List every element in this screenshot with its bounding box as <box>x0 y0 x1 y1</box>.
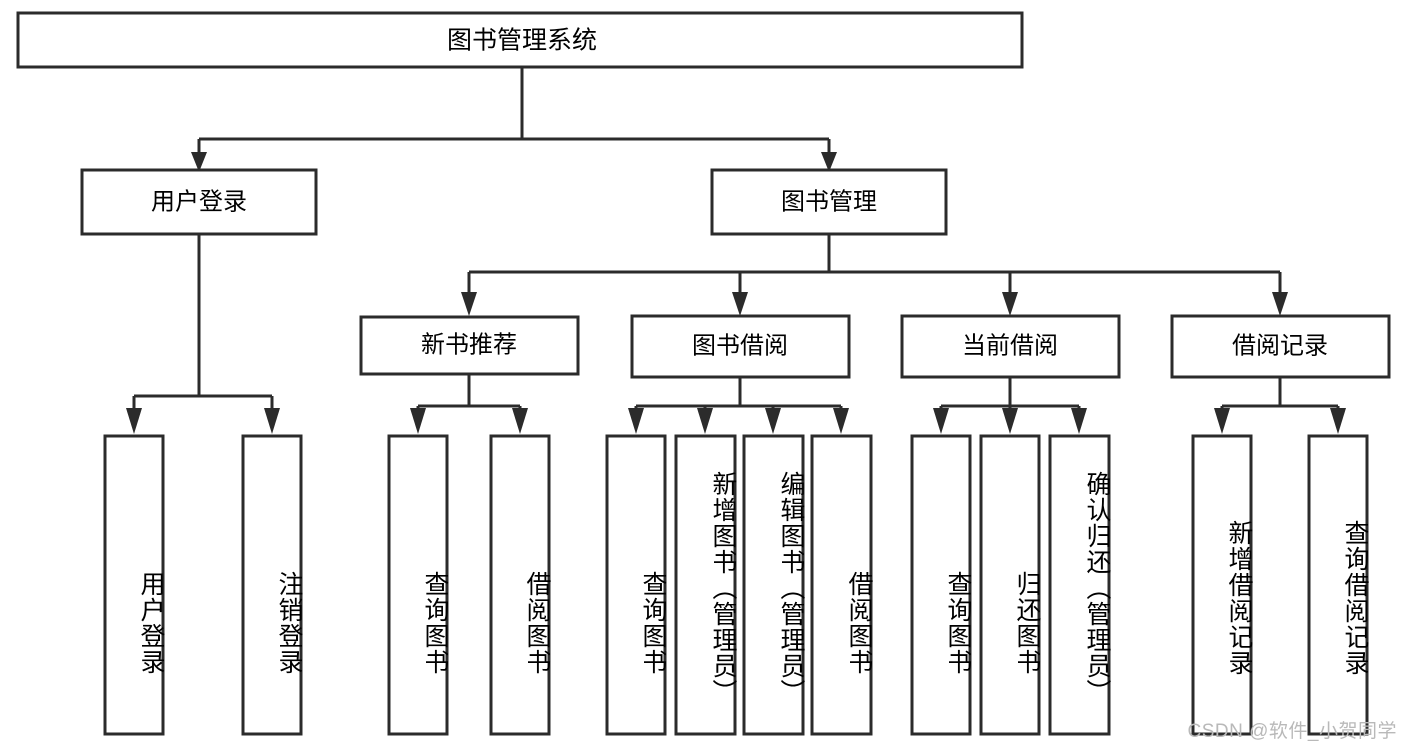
node-book-borrow-box[interactable] <box>630 314 851 379</box>
watermark-text: CSDN @软件_小贺同学 <box>1187 721 1397 742</box>
node-new-book-recommend-box[interactable] <box>359 315 580 376</box>
arrow-head-cb-c3 <box>1071 408 1087 434</box>
leaf-bb-add-book-box[interactable] <box>674 434 737 736</box>
node-user-login-box[interactable] <box>80 168 318 236</box>
arrow-head-book-mgmt <box>821 152 837 172</box>
leaf-bb-query-book-box[interactable] <box>605 434 667 736</box>
arrow-head-bm-c4 <box>1272 292 1288 316</box>
leaf-cb-return-book-box[interactable] <box>979 434 1041 736</box>
arrow-head-bb-c1 <box>628 408 644 434</box>
arrow-head-ul-c1 <box>126 408 142 434</box>
arrow-head-cb-c1 <box>933 408 949 434</box>
arrow-head-bb-c2 <box>697 408 713 434</box>
node-borrow-record-box[interactable] <box>1170 314 1391 379</box>
arrow-head-br-c2 <box>1330 408 1346 434</box>
node-current-borrow-label: 当前借阅 <box>962 332 1058 359</box>
leaf-nb-query-book-box[interactable] <box>387 434 449 736</box>
arrow-head-user-login <box>191 152 207 172</box>
node-current-borrow-box[interactable] <box>900 314 1121 379</box>
arrow-head-bb-c4 <box>833 408 849 434</box>
leaf-logout-box[interactable] <box>241 434 303 736</box>
arrow-head-bm-c2 <box>732 292 748 316</box>
node-user-login-label: 用户登录 <box>151 188 247 215</box>
leaf-bb-borrow-book-box[interactable] <box>810 434 873 736</box>
leaf-cb-query-book-box[interactable] <box>910 434 972 736</box>
arrow-head-ul-c2 <box>264 408 280 434</box>
node-new-book-recommend-label: 新书推荐 <box>421 331 517 358</box>
arrow-head-bm-c1 <box>461 292 477 316</box>
arrow-head-bb-c3 <box>765 408 781 434</box>
arrow-head-nb-c2 <box>512 408 528 434</box>
arrow-head-bm-c3 <box>1002 292 1018 316</box>
node-root-label: 图书管理系统 <box>447 27 597 55</box>
leaf-br-add-record-box[interactable] <box>1191 434 1253 736</box>
arrow-head-br-c1 <box>1214 408 1230 434</box>
node-book-management-label: 图书管理 <box>781 188 877 215</box>
node-book-management-box[interactable] <box>710 168 948 236</box>
arrow-head-nb-c1 <box>410 408 426 434</box>
leaf-nb-borrow-book-box[interactable] <box>489 434 551 736</box>
leaf-user-login-box[interactable] <box>103 434 165 736</box>
leaf-cb-confirm-return-box[interactable] <box>1048 434 1111 736</box>
leaf-br-query-record-box[interactable] <box>1307 434 1369 736</box>
node-book-borrow-label: 图书借阅 <box>692 332 788 359</box>
leaf-bb-edit-book-box[interactable] <box>742 434 805 736</box>
node-root-box[interactable] <box>16 11 1024 69</box>
node-borrow-record-label: 借阅记录 <box>1232 332 1328 359</box>
arrow-head-cb-c2 <box>1002 408 1018 434</box>
